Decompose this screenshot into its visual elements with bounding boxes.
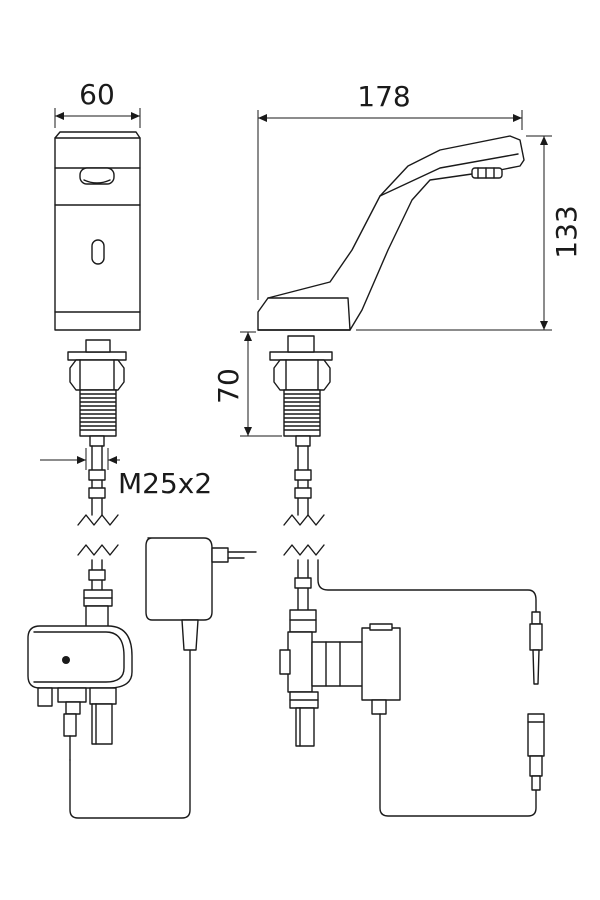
dim-label-thread: M25x2 xyxy=(118,467,212,500)
side-view-faucet xyxy=(257,135,525,556)
dimension-shank-length: 70 xyxy=(212,331,282,437)
dim-label-60: 60 xyxy=(79,78,115,111)
power-adapter-icon xyxy=(145,537,257,651)
dim-label-133: 133 xyxy=(550,205,583,258)
dimension-body-width: 60 xyxy=(54,78,141,128)
sensor-window-icon xyxy=(91,239,105,265)
control-box xyxy=(27,559,191,819)
cable-connector-icon xyxy=(527,611,545,791)
dimension-spout-length: 178 xyxy=(257,80,523,300)
dim-label-178: 178 xyxy=(357,80,410,113)
front-view-faucet xyxy=(54,131,141,556)
dim-label-70: 70 xyxy=(212,368,245,404)
dimension-thread: M25x2 xyxy=(40,448,212,500)
indicator-led-icon xyxy=(62,656,70,664)
solenoid-valve xyxy=(279,559,537,817)
dimension-spout-height: 133 xyxy=(356,135,583,331)
